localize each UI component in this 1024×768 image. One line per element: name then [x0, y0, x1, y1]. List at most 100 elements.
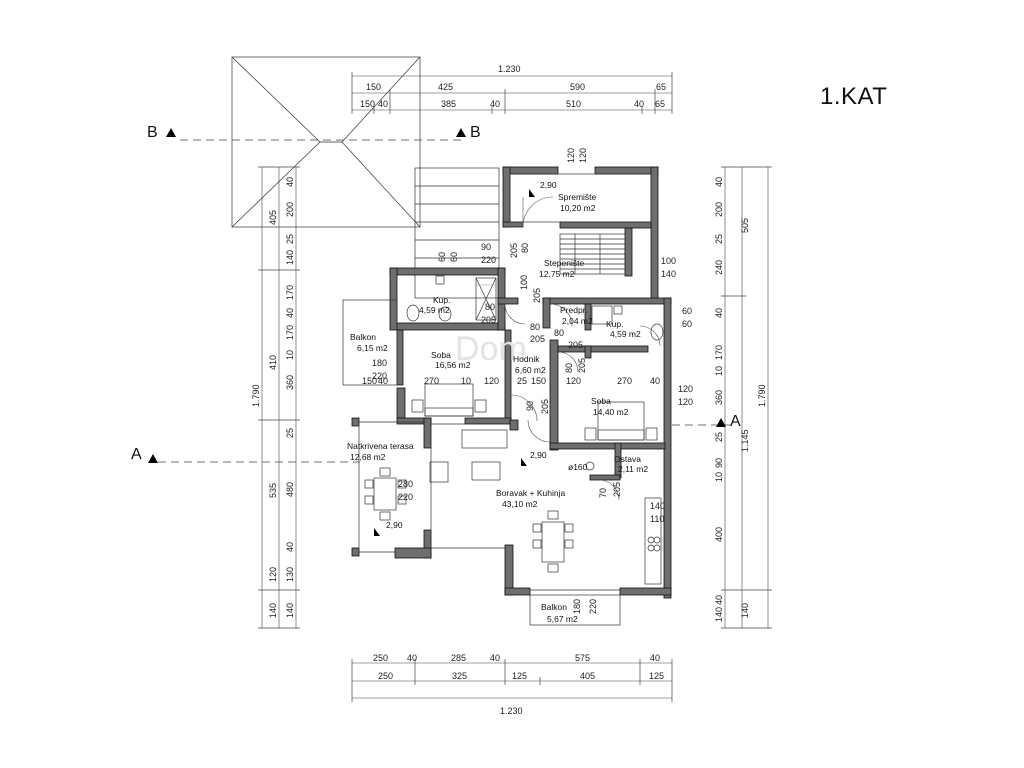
room-name-balkon-bottom: Balkon: [541, 602, 567, 612]
dim-inner-120c: 120: [678, 384, 693, 394]
room-area-kup-right: 4,59 m2: [610, 329, 641, 339]
dim-inner-100b: 100: [661, 256, 676, 266]
dim-inner-60d: 60: [682, 319, 692, 329]
dim-top-r2-2: 385: [441, 99, 456, 109]
dim-left-c2-11: 40: [285, 542, 295, 552]
external-stair-outline: [414, 167, 500, 299]
dim-inner-100a: 100: [519, 275, 529, 290]
dim-inner-80b: 80: [485, 302, 495, 312]
dimension-lines: [261, 75, 769, 699]
dim-bot-r1-2: 285: [451, 653, 466, 663]
dim-right-c2-13: 140: [714, 607, 724, 622]
dim-inner-220d: 220: [588, 599, 598, 614]
room-area-stepeniste: 12,75 m2: [539, 269, 575, 279]
dim-inner-40a: 40: [378, 376, 388, 386]
section-b-right: B: [470, 124, 481, 141]
room-name-ostava: Ostava: [614, 454, 641, 464]
watermark: Dom: [455, 330, 527, 368]
dim-right-c2-11: 400: [714, 527, 724, 542]
dim-top-r2-4: 510: [566, 99, 581, 109]
room-labels: Spremište 10,20 m2 Stepenište 12,75 m2 K…: [347, 180, 648, 624]
dim-right-c2-1: 200: [714, 202, 724, 217]
dim-left-c2-4: 170: [285, 285, 295, 300]
dim-inner-150b: 150: [531, 376, 546, 386]
staircase: [559, 233, 626, 275]
dim-door-top-0: 120: [566, 148, 576, 163]
section-b-left: B: [147, 124, 158, 141]
dim-door-top-1: 120: [578, 148, 588, 163]
dim-inner-220: 220: [481, 255, 496, 265]
dim-inner-90: 90: [481, 242, 491, 252]
dim-bot-r2-2: 125: [512, 671, 527, 681]
dim-top-r1-0: 150: [366, 82, 381, 92]
room-name-predpr: Predpr.: [560, 305, 587, 315]
dim-right-c2-5: 170: [714, 345, 724, 360]
dim-bot-r2-3: 405: [580, 671, 595, 681]
dim-right-c2-3: 240: [714, 260, 724, 275]
dim-inner-120a: 120: [484, 376, 499, 386]
level-marker-icons: [374, 189, 535, 536]
dim-inner-120d: 120: [678, 397, 693, 407]
dim-bot-r2-1: 325: [452, 671, 467, 681]
dim-inner-205f: 205: [577, 358, 587, 373]
outline-lines: [342, 173, 652, 626]
dim-left-c2-10: 480: [285, 482, 295, 497]
dim-right-c2-7: 360: [714, 390, 724, 405]
dim-inner-25a: 25: [517, 376, 527, 386]
dim-left-c2-0: 40: [285, 177, 295, 187]
dim-inner-60a: 60: [437, 252, 447, 262]
dim-inner-110: 110: [650, 514, 664, 524]
dimension-labels-bottom: 250 40 285 40 575 40 250 325 125 405 125…: [373, 653, 664, 716]
bed-left: [411, 383, 487, 417]
dim-top-total: 1.230: [498, 64, 521, 74]
dim-left-c2-6: 170: [285, 325, 295, 340]
room-name-balkon-left: Balkon: [350, 332, 376, 342]
dim-left-c1-2: 535: [268, 483, 278, 498]
terrace-table: [364, 467, 407, 521]
level-label-1: 2,90: [540, 180, 557, 190]
sofa-set: [429, 429, 508, 483]
dim-inner-120b: 120: [566, 376, 581, 386]
dim-inner-40b: 40: [650, 376, 660, 386]
dim-inner-70: 70: [598, 488, 608, 498]
dim-inner-205h: 205: [612, 482, 622, 497]
dim-right-c2-6: 10: [714, 366, 724, 376]
dim-left-c2-8: 360: [285, 375, 295, 390]
dim-left-c2-1: 200: [285, 202, 295, 217]
bed-right: [584, 401, 658, 441]
dim-right-c2-10: 10: [714, 472, 724, 482]
dim-bot-r1-0: 250: [373, 653, 388, 663]
dimension-ticks: [258, 72, 772, 702]
room-name-spremiste: Spremište: [558, 192, 597, 202]
door-swings: [504, 196, 661, 501]
dim-bot-r1-1: 40: [407, 653, 417, 663]
dim-inner-220c: 220: [398, 492, 413, 502]
dimension-labels-right: 1.790 505 1.145 140 40 200 25 240 40 170…: [714, 177, 767, 622]
section-a-right: A: [730, 413, 741, 430]
dim-inner-60b: 60: [449, 252, 459, 262]
dim-inner-60c: 60: [682, 306, 692, 316]
dim-left-c2-7: 10: [285, 350, 295, 360]
dim-inner-10a: 10: [461, 376, 471, 386]
dim-right-c2-2: 25: [714, 234, 724, 244]
dim-left-c2-13: 140: [285, 603, 295, 618]
room-name-kup-left: Kup.: [433, 295, 451, 305]
dim-left-c2-3: 140: [285, 250, 295, 265]
dim-right-c2-9: 90: [714, 458, 724, 468]
room-area-soba-right: 14,40 m2: [593, 407, 629, 417]
dim-right-c2-4: 40: [714, 308, 724, 318]
dim-top-r1-3: 65: [656, 82, 666, 92]
dim-right-c2-0: 40: [714, 177, 724, 187]
level-label-2: 2,90: [530, 450, 547, 460]
dim-top-r2-6: 65: [655, 99, 665, 109]
dim-inner-90b: 90: [525, 401, 535, 411]
floor-title: 1.KAT: [820, 83, 887, 110]
room-area-kup-left: 4,59 m2: [419, 305, 450, 315]
room-area-hodnik: 6,60 m2: [515, 365, 546, 375]
pipe-label: ø160: [568, 462, 588, 472]
dim-top-r2-5: 40: [634, 99, 644, 109]
dim-right-c1-0: 505: [740, 218, 750, 233]
bathroom-fixtures-right: [591, 305, 664, 341]
dim-inner-205g: 205: [540, 399, 550, 414]
